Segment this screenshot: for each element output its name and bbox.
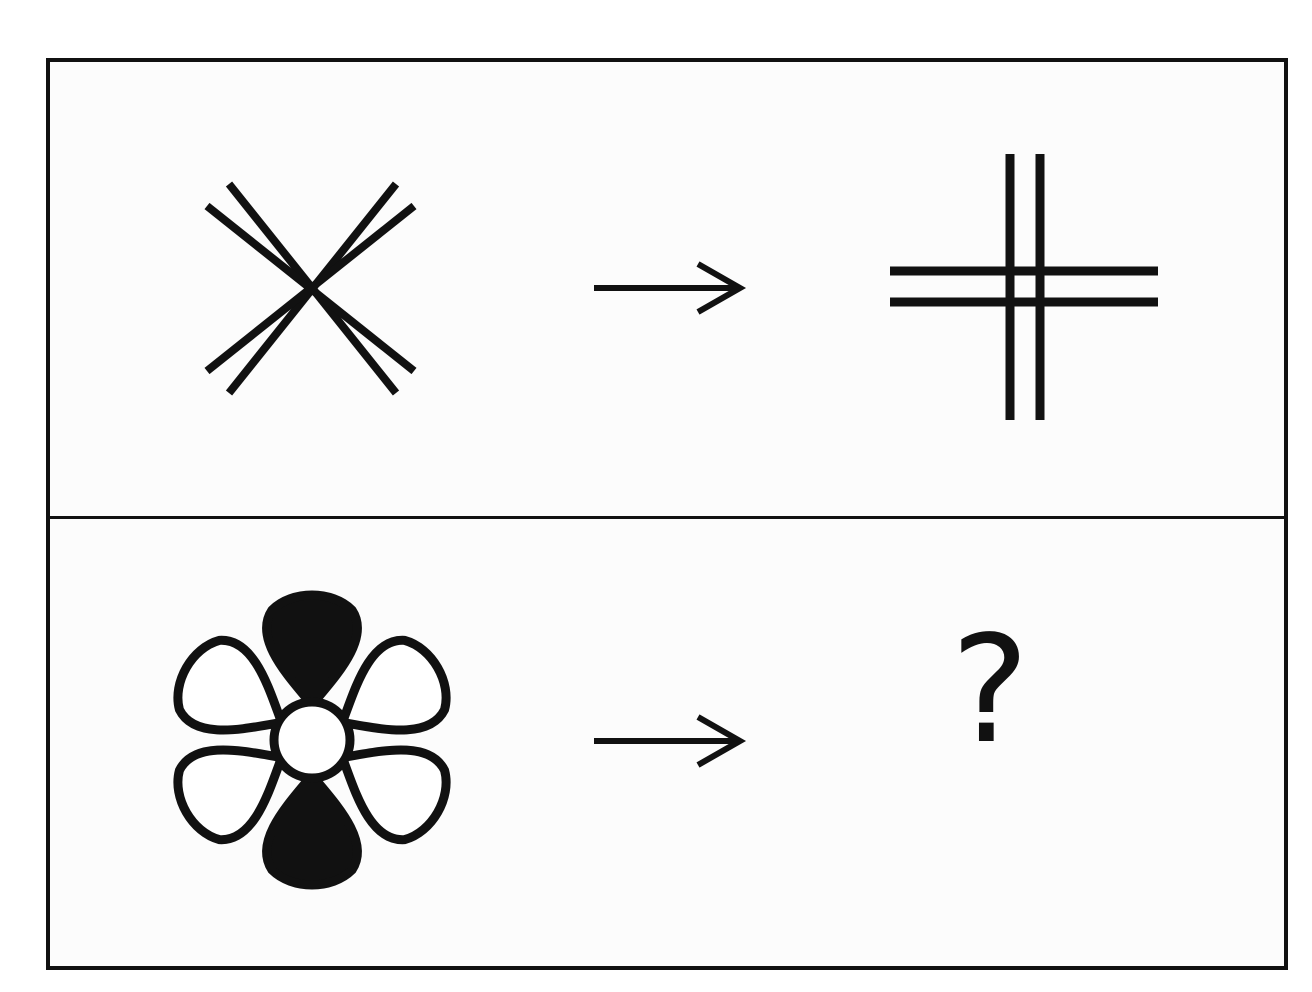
example-row <box>50 62 1284 519</box>
answer-placeholder: ? <box>950 604 1030 776</box>
right-arrow-icon <box>594 714 747 768</box>
six-petal-flower-figure <box>160 588 464 892</box>
right-arrow-icon <box>594 261 747 315</box>
upright-double-cross-figure <box>890 154 1158 420</box>
diagonal-double-cross-figure <box>204 181 417 396</box>
